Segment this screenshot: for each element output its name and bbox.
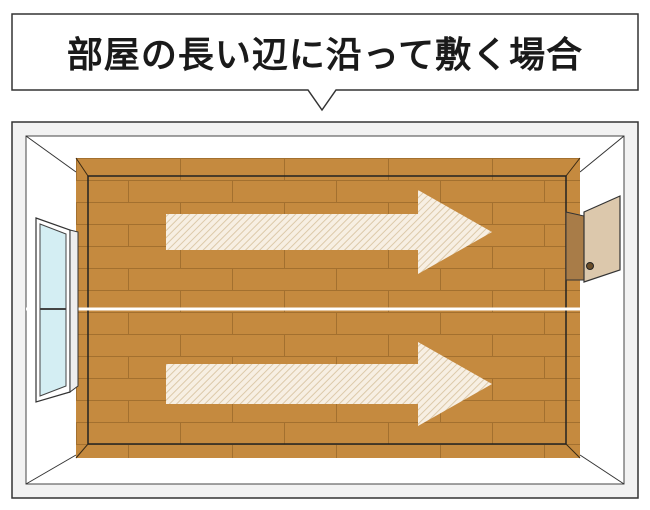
arrow-right-icon xyxy=(166,342,492,426)
perspective-lines xyxy=(25,135,625,485)
window-icon xyxy=(35,217,79,403)
door-knob xyxy=(586,262,594,270)
floor-corner-lines xyxy=(75,157,581,459)
door-icon xyxy=(565,195,621,283)
arrow-right-icon xyxy=(166,190,492,274)
title-callout-box xyxy=(11,13,639,112)
